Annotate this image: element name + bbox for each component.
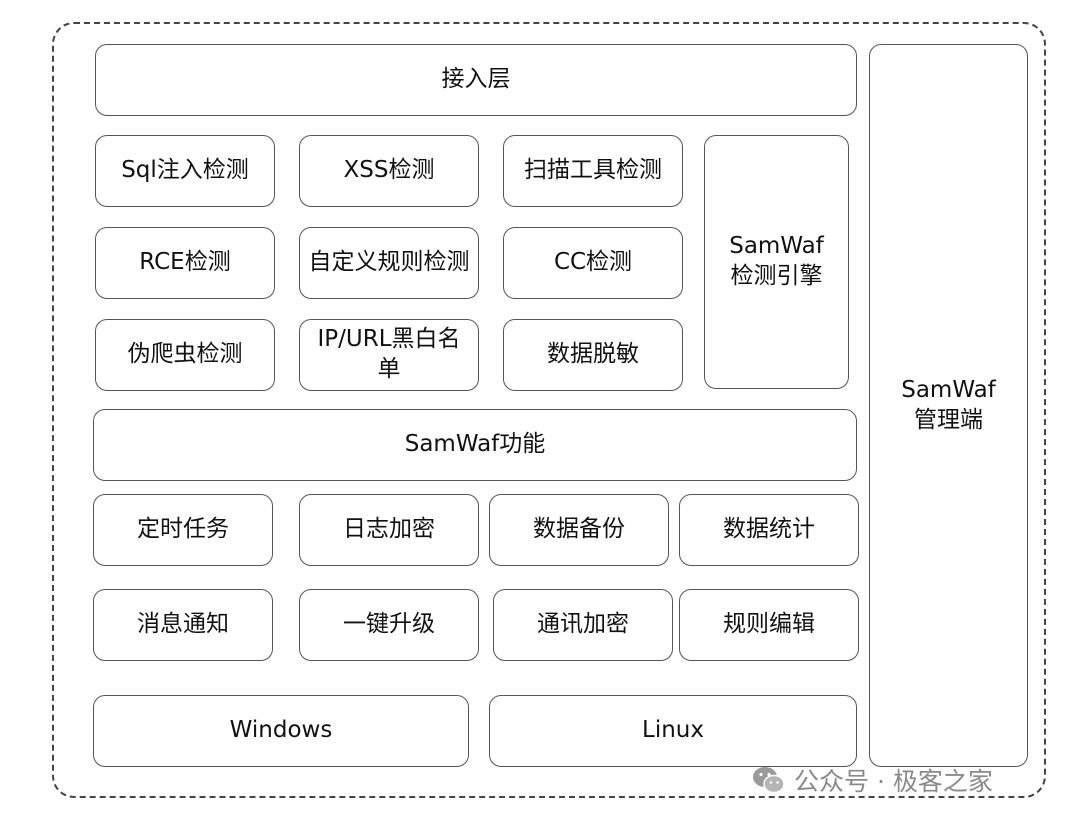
- platform-linux: Linux: [489, 695, 857, 767]
- one-click-upgrade-label: 一键升级: [343, 611, 435, 638]
- rule-editing-label: 规则编辑: [723, 611, 815, 638]
- one-click-upgrade: 一键升级: [299, 589, 479, 661]
- log-encryption: 日志加密: [299, 494, 479, 566]
- platform-windows: Windows: [93, 695, 469, 767]
- custom-rule-label: 自定义规则检测: [308, 249, 470, 276]
- communication-encryption: 通讯加密: [493, 589, 673, 661]
- cc-detection: CC检测: [503, 227, 683, 299]
- scan-tool-label: 扫描工具检测: [524, 157, 662, 184]
- features-layer-label: SamWaf功能: [404, 431, 546, 458]
- scheduled-tasks-label: 定时任务: [137, 516, 229, 543]
- data-masking: 数据脱敏: [503, 319, 683, 391]
- fake-crawler-label: 伪爬虫检测: [127, 341, 243, 368]
- ip-url-blacklist-whitelist: IP/URL黑白名单: [299, 319, 479, 391]
- watermark-text: 公众号 · 极客之家: [794, 767, 993, 796]
- scheduled-tasks: 定时任务: [93, 494, 273, 566]
- scan-tool-detection: 扫描工具检测: [503, 135, 683, 207]
- sql-injection-label: Sql注入检测: [121, 157, 249, 184]
- rce-detection: RCE检测: [95, 227, 275, 299]
- cc-label: CC检测: [553, 249, 633, 276]
- management-console-line1: SamWaf: [901, 376, 996, 403]
- management-console: SamWaf 管理端: [869, 44, 1028, 767]
- xss-label: XSS检测: [343, 157, 435, 184]
- data-backup: 数据备份: [489, 494, 669, 566]
- rule-editing: 规则编辑: [679, 589, 859, 661]
- platform-windows-label: Windows: [229, 717, 333, 744]
- data-masking-label: 数据脱敏: [547, 341, 639, 368]
- features-layer: SamWaf功能: [93, 409, 857, 481]
- custom-rule-detection: 自定义规则检测: [299, 227, 479, 299]
- data-statistics: 数据统计: [679, 494, 859, 566]
- log-encryption-label: 日志加密: [343, 516, 435, 543]
- message-notification-label: 消息通知: [137, 611, 229, 638]
- rce-label: RCE检测: [139, 249, 231, 276]
- access-layer-label: 接入层: [441, 66, 511, 93]
- message-notification: 消息通知: [93, 589, 273, 661]
- xss-detection: XSS检测: [299, 135, 479, 207]
- wechat-icon: [753, 767, 785, 794]
- fake-crawler-detection: 伪爬虫检测: [95, 319, 275, 391]
- ip-url-list-label: IP/URL黑白名单: [317, 326, 461, 382]
- detection-engine-line2: 检测引擎: [730, 263, 823, 289]
- communication-encryption-label: 通讯加密: [537, 611, 629, 638]
- access-layer: 接入层: [95, 44, 857, 116]
- architecture-frame: [52, 22, 1046, 798]
- sql-injection-detection: Sql注入检测: [95, 135, 275, 207]
- watermark: 公众号 · 极客之家: [752, 762, 993, 798]
- data-statistics-label: 数据统计: [723, 516, 815, 543]
- detection-engine: SamWaf 检测引擎: [704, 135, 849, 389]
- detection-engine-line1: SamWaf: [729, 233, 824, 260]
- data-backup-label: 数据备份: [533, 516, 625, 543]
- management-console-line2: 管理端: [914, 406, 983, 433]
- platform-linux-label: Linux: [642, 717, 704, 744]
